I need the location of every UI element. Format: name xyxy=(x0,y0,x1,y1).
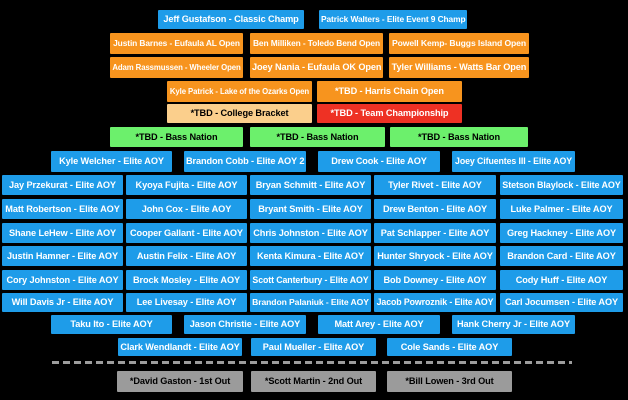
elite-aoy-4-box: Greg Hackney - Elite AOY xyxy=(500,223,623,243)
elite-aoy-3-box: John Cox - Elite AOY xyxy=(126,199,247,219)
elite-aoy-8-box: Jason Christie - Elite AOY xyxy=(184,315,306,334)
elite-aoy-2-box: Kyoya Fujita - Elite AOY xyxy=(126,175,247,195)
elite-aoy-4-box: Cooper Gallant - Elite AOY xyxy=(126,223,247,243)
elite-aoy-5-box: Brandon Card - Elite AOY xyxy=(500,246,623,266)
elite-aoy-2-box: Bryan Schmitt - Elite AOY xyxy=(250,175,371,195)
open-winners-3-box: *TBD - Harris Chain Open xyxy=(317,81,462,102)
elite-aoy-6-box: Bob Downey - Elite AOY xyxy=(374,270,496,290)
elite-aoy-2-box: Jay Przekurat - Elite AOY xyxy=(2,175,123,195)
elite-aoy-3-box: Bryant Smith - Elite AOY xyxy=(250,199,371,219)
eliminated-box: *Scott Martin - 2nd Out xyxy=(251,371,376,392)
elite-aoy-2-box: Stetson Blaylock - Elite AOY xyxy=(500,175,623,195)
elite-aoy-4-box: Chris Johnston - Elite AOY xyxy=(250,223,371,243)
bass-nation-box: *TBD - Bass Nation xyxy=(110,127,243,147)
eliminated-box: *Bill Lowen - 3rd Out xyxy=(387,371,512,392)
elite-aoy-4-box: Shane LeHew - Elite AOY xyxy=(2,223,123,243)
open-winners-2-box: Joey Nania - Eufaula OK Open xyxy=(250,57,383,78)
open-winners-2-box: Adam Rassmussen - Wheeler Open xyxy=(110,57,243,78)
elite-aoy-5-box: Kenta Kimura - Elite AOY xyxy=(250,246,371,266)
elite-aoy-8-box: Taku Ito - Elite AOY xyxy=(51,315,172,334)
eliminated-box: *David Gaston - 1st Out xyxy=(117,371,243,392)
open-winners-1-box: Ben Milliken - Toledo Bend Open xyxy=(250,33,383,54)
open-winners-3-box: Kyle Patrick - Lake of the Ozarks Open xyxy=(167,81,312,102)
elite-aoy-3-box: Drew Benton - Elite AOY xyxy=(374,199,496,219)
elite-aoy-9-box: Paul Mueller - Elite AOY xyxy=(251,338,376,356)
elite-aoy-4-box: Pat Schlapper - Elite AOY xyxy=(374,223,496,243)
cut-line-divider xyxy=(52,361,572,364)
open-winners-1-box: Powell Kemp- Buggs Island Open xyxy=(389,33,529,54)
elite-aoy-3-box: Matt Robertson - Elite AOY xyxy=(2,199,123,219)
elite-aoy-5-box: Justin Hamner - Elite AOY xyxy=(2,246,123,266)
elite-aoy-1-box: Drew Cook - Elite AOY xyxy=(318,151,440,172)
elite-aoy-6-box: Cody Huff - Elite AOY xyxy=(500,270,623,290)
elite-aoy-8-box: Matt Arey - Elite AOY xyxy=(318,315,440,334)
elite-aoy-7-box: Lee Livesay - Elite AOY xyxy=(126,293,247,312)
elite-aoy-3-box: Luke Palmer - Elite AOY xyxy=(500,199,623,219)
elite-aoy-1-box: Brandon Cobb - Elite AOY 2 xyxy=(184,151,306,172)
champions-box: Jeff Gustafson - Classic Champ xyxy=(158,10,304,29)
elite-aoy-7-box: Jacob Powroznik - Elite AOY xyxy=(374,293,496,312)
champions-box: Patrick Walters - Elite Event 9 Champ xyxy=(319,10,467,29)
elite-aoy-9-box: Clark Wendlandt - Elite AOY xyxy=(118,338,242,356)
elite-aoy-6-box: Brock Mosley - Elite AOY xyxy=(126,270,247,290)
open-winners-2-box: Tyler Williams - Watts Bar Open xyxy=(389,57,529,78)
bass-nation-box: *TBD - Bass Nation xyxy=(390,127,528,147)
elite-aoy-8-box: Hank Cherry Jr - Elite AOY xyxy=(452,315,575,334)
elite-aoy-6-box: Scott Canterbury - Elite AOY xyxy=(250,270,371,290)
open-winners-1-box: Justin Barnes - Eufaula AL Open xyxy=(110,33,243,54)
bass-nation-box: *TBD - Bass Nation xyxy=(250,127,385,147)
elite-aoy-5-box: Austin Felix - Elite AOY xyxy=(126,246,247,266)
elite-aoy-7-box: Will Davis Jr - Elite AOY xyxy=(2,293,123,312)
elite-aoy-7-box: Brandon Palaniuk - Elite AOY xyxy=(250,293,371,312)
elite-aoy-6-box: Cory Johnston - Elite AOY xyxy=(2,270,123,290)
elite-aoy-1-box: Kyle Welcher - Elite AOY xyxy=(51,151,172,172)
elite-aoy-7-box: Carl Jocumsen - Elite AOY xyxy=(500,293,623,312)
elite-aoy-5-box: Hunter Shryock - Elite AOY xyxy=(374,246,496,266)
elite-aoy-9-box: Cole Sands - Elite AOY xyxy=(387,338,512,356)
elite-aoy-1-box: Joey Cifuentes III - Elite AOY xyxy=(452,151,575,172)
elite-aoy-2-box: Tyler Rivet - Elite AOY xyxy=(374,175,496,195)
wildcard-box: *TBD - Team Championship xyxy=(317,104,462,123)
wildcard-box: *TBD - College Bracket xyxy=(167,104,312,123)
